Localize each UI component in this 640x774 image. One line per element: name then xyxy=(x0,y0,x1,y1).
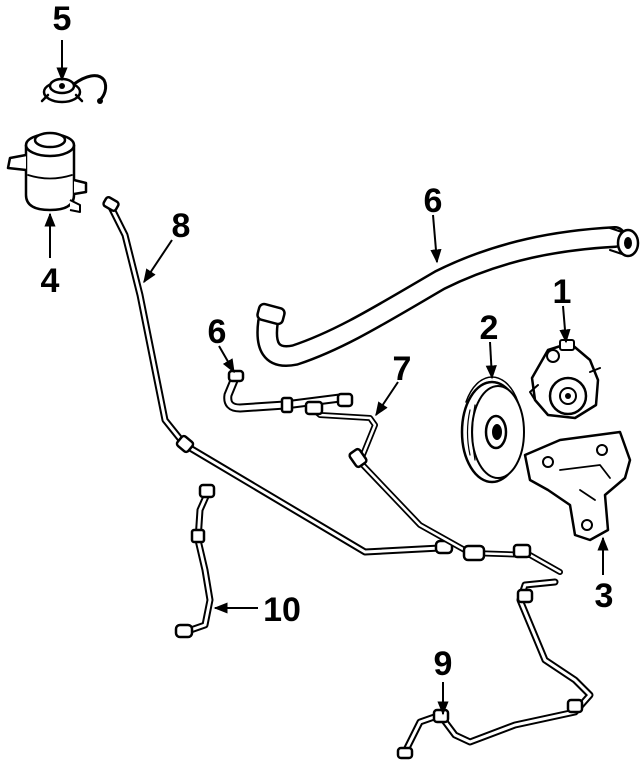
callout-10: 10 xyxy=(263,591,301,629)
callout-2: 2 xyxy=(480,309,499,347)
leader-1 xyxy=(559,305,571,344)
leader-7 xyxy=(375,381,399,417)
small-hose-part xyxy=(223,369,354,414)
pulley-part xyxy=(460,376,525,484)
callout-4: 4 xyxy=(41,262,60,300)
pressure-line-part xyxy=(102,196,454,556)
leader-8 xyxy=(143,239,173,284)
leader-arrows xyxy=(44,40,609,716)
leader-2 xyxy=(485,341,497,380)
reservoir-part xyxy=(6,131,88,213)
callout-6-small-hose: 6 xyxy=(208,313,227,351)
line-nine-part xyxy=(396,578,594,760)
leader-6b xyxy=(218,345,235,374)
leader-6a xyxy=(430,214,442,264)
callout-7: 7 xyxy=(393,350,412,388)
line-ten-part xyxy=(174,483,216,639)
line-seven-part xyxy=(304,400,563,575)
callout-9: 9 xyxy=(434,645,453,683)
return-hose-part xyxy=(256,226,640,367)
reservoir-cap-part xyxy=(40,74,108,104)
callout-5: 5 xyxy=(53,0,72,38)
callout-1: 1 xyxy=(553,273,572,311)
bracket-part xyxy=(523,430,632,542)
callout-6-return-hose: 6 xyxy=(424,182,443,220)
pump-part xyxy=(529,339,601,420)
callouts: 5 4 8 6 6 7 2 1 3 10 9 xyxy=(41,0,614,683)
callout-8: 8 xyxy=(172,207,191,245)
callout-3: 3 xyxy=(595,577,614,615)
